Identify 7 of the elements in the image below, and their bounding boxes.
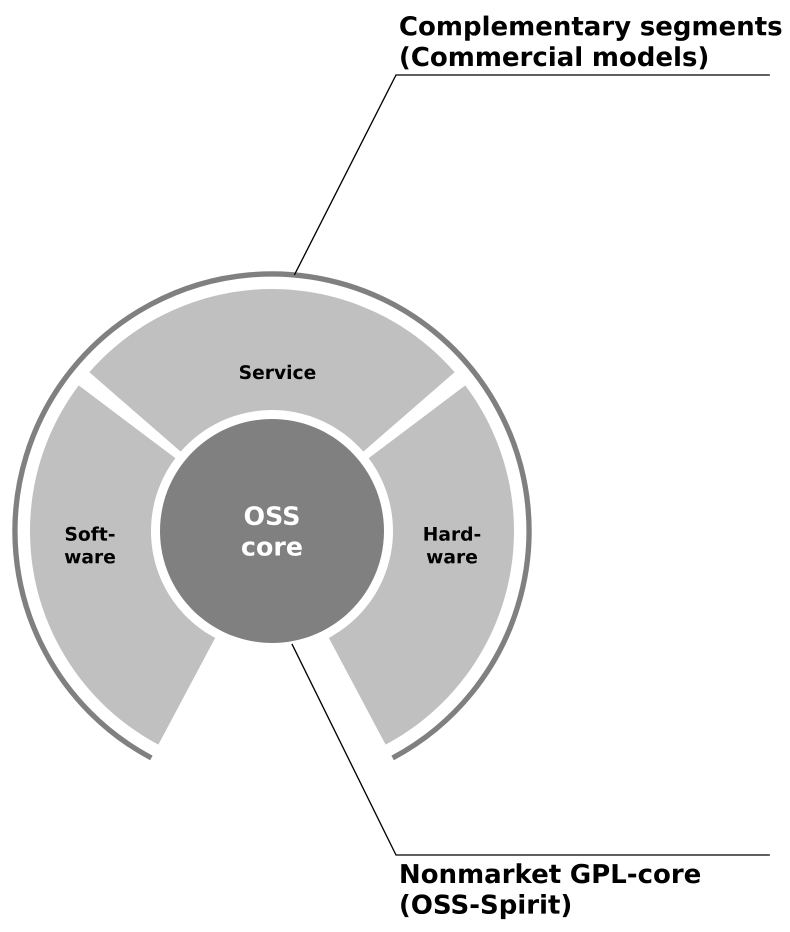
- leader-line: [294, 74, 770, 276]
- heading-label: Nonmarket GPL-core (OSS-Spirit): [401, 863, 700, 920]
- node-label: Hard- ware: [424, 526, 480, 564]
- node-label: Soft- ware: [64, 526, 115, 564]
- outer-ring-arc: [12, 272, 532, 760]
- heading-label: Complementary segments (Commercial models): [400, 16, 782, 70]
- leader-line: [291, 644, 770, 856]
